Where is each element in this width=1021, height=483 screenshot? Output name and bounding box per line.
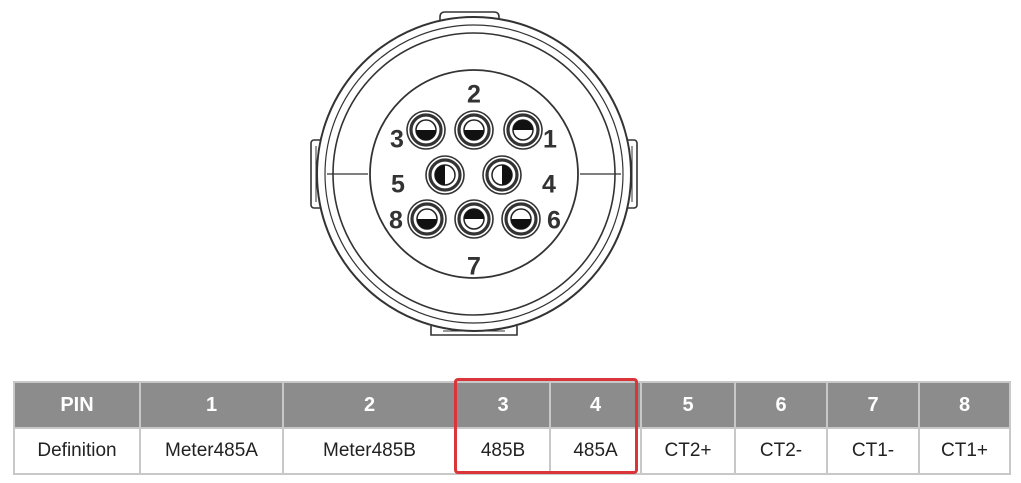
connector-pin-6: [501, 199, 541, 239]
pin-polarity-half: [502, 165, 512, 185]
pin-number-6: 6: [734, 381, 828, 429]
pin-label-3: 3: [390, 126, 404, 154]
outer-ring-inner-line: [324, 24, 624, 324]
pin-contact-ring: [457, 202, 491, 236]
pin-contact-ring: [410, 202, 444, 236]
connector-pin-1: [503, 110, 543, 150]
connector-pin-5: [425, 155, 465, 195]
pin-label-2: 2: [467, 81, 481, 109]
pin-definition-4: 485A: [549, 427, 642, 475]
pin-label-1: 1: [543, 126, 557, 154]
pin-definition-table: PIN 1 2 3 4 5 6 7 8 Definition Meter485A…: [13, 381, 1011, 475]
pin-number-8: 8: [918, 381, 1011, 429]
pin-polarity-half: [416, 130, 436, 140]
pin-contact-ring: [457, 113, 491, 147]
pin-definition-8: CT1+: [918, 427, 1011, 475]
pin-polarity-half: [513, 120, 533, 130]
pin-definition-5: CT2+: [640, 427, 736, 475]
pin-header-label: PIN: [13, 381, 141, 429]
pin-contact-ring: [409, 113, 443, 147]
pin-number-2: 2: [282, 381, 457, 429]
pin-number-5: 5: [640, 381, 736, 429]
definition-row: Definition Meter485A Meter485B 485B 485A…: [13, 427, 1011, 475]
definition-row-label: Definition: [13, 427, 141, 475]
pin-polarity-half: [464, 209, 484, 219]
pin-contact-ring: [506, 113, 540, 147]
connector-pin-7: [454, 199, 494, 239]
pin-polarity-half: [464, 130, 484, 140]
pin-contact-ring: [428, 158, 462, 192]
pin-definition-1: Meter485A: [139, 427, 284, 475]
pin-number-3: 3: [455, 381, 551, 429]
connector-pin-4: [482, 155, 522, 195]
pin-header-row: PIN 1 2 3 4 5 6 7 8: [13, 381, 1011, 429]
pin-number-4: 4: [549, 381, 642, 429]
pin-label-8: 8: [389, 207, 403, 235]
pin-number-7: 7: [826, 381, 920, 429]
pin-label-4: 4: [542, 171, 556, 199]
pin-label-5: 5: [391, 171, 405, 199]
pin-definition-6: CT2-: [734, 427, 828, 475]
pin-contact-ring: [504, 202, 538, 236]
pin-definition-7: CT1-: [826, 427, 920, 475]
connector-pin-8: [407, 199, 447, 239]
pin-polarity-half: [417, 219, 437, 229]
pin-number-1: 1: [139, 381, 284, 429]
connector-pin-2: [454, 110, 494, 150]
pin-contact-ring: [485, 158, 519, 192]
pin-definition-2: Meter485B: [282, 427, 457, 475]
pin-label-6: 6: [547, 207, 561, 235]
pin-label-7: 7: [467, 253, 481, 281]
pin-polarity-half: [511, 219, 531, 229]
pin-definition-3: 485B: [455, 427, 551, 475]
connector-pin-3: [406, 110, 446, 150]
connector-diagram: 1 2 3 4 5 6 7 8: [310, 11, 638, 336]
pin-polarity-half: [435, 165, 445, 185]
